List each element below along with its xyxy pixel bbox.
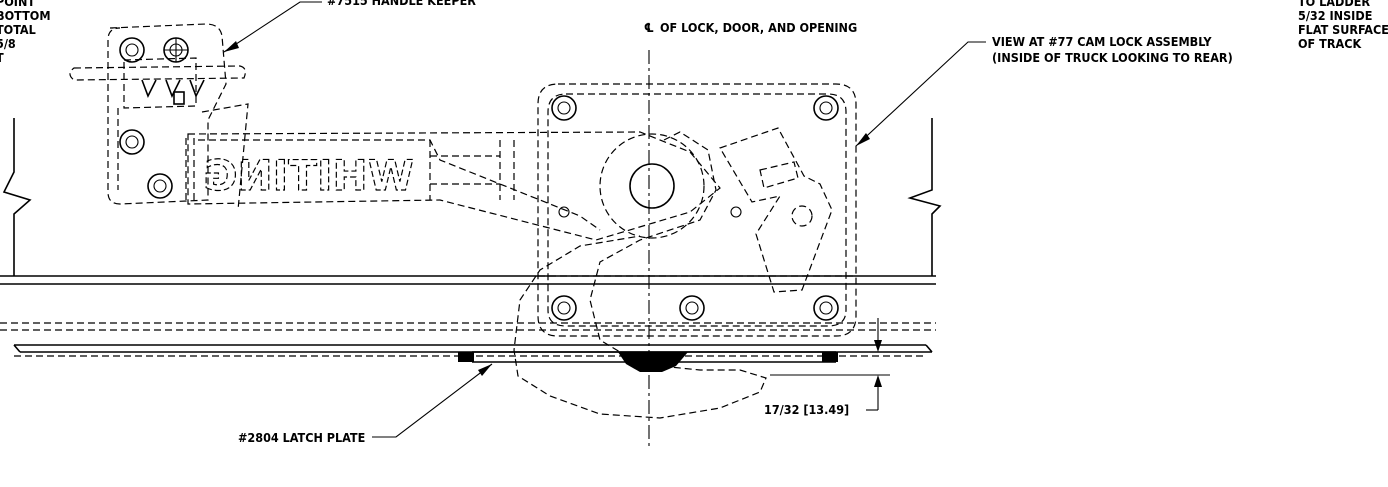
cam-latch-keeper <box>719 127 833 293</box>
plate-screw-1 <box>551 95 577 121</box>
latch-plate-arrowhead <box>478 364 492 376</box>
plate-screw-4 <box>679 295 705 321</box>
left-note-line-4: 5/8 <box>0 36 16 51</box>
centerline-symbol: ℄ <box>644 20 654 35</box>
plate-screw-3 <box>551 295 577 321</box>
view-leader <box>855 41 986 147</box>
centerline-label: OF LOCK, DOOR, AND OPENING <box>660 20 857 35</box>
left-note-line-5: T <box>0 50 4 65</box>
dimension-17-32 <box>770 318 890 411</box>
latch-plate-label: #2804 LATCH PLATE <box>238 430 365 445</box>
left-note-line-2: BOTTOM <box>0 8 51 23</box>
latch-plate-hatch-left <box>458 352 474 362</box>
keeper-screw-top <box>119 37 145 63</box>
track <box>0 275 936 357</box>
dimension-label: 17/32 [13.49] <box>764 402 849 417</box>
left-note-line-1: POINT <box>0 0 35 9</box>
plate-screw-5 <box>813 295 839 321</box>
latch-plate-leader <box>372 363 493 438</box>
left-note: POINT BOTTOM TOTAL 5/8 T <box>0 0 51 65</box>
right-break-line <box>907 118 942 276</box>
keeper-screw-bottom <box>147 173 173 199</box>
keeper-screw-middle <box>119 129 145 155</box>
left-break-line <box>2 118 32 276</box>
right-note-line-3: FLAT SURFACE <box>1298 22 1388 37</box>
cam-lock-plate <box>513 83 857 419</box>
handle-keeper-arrowhead <box>224 41 239 52</box>
handle-keeper-leader <box>223 1 322 53</box>
handle-text-whiting: WHITING <box>203 151 414 200</box>
right-note-line-2: 5/32 INSIDE <box>1298 8 1372 23</box>
right-note: TO LADDER 5/32 INSIDE FLAT SURFACE OF TR… <box>1298 0 1388 51</box>
view-label-line-1: VIEW AT #77 CAM LOCK ASSEMBLY <box>992 34 1212 49</box>
latch-plate-hatch-center <box>618 352 688 372</box>
view-arrowhead <box>856 133 870 146</box>
view-label-line-2: (INSIDE OF TRUCK LOOKING TO REAR) <box>992 50 1233 65</box>
handle: WHITING <box>185 131 721 241</box>
cam-hub-inner <box>629 163 675 209</box>
right-note-line-1: TO LADDER <box>1298 0 1370 9</box>
latch-plate-hatch-right <box>822 352 838 362</box>
latch-plate <box>458 351 838 372</box>
handle-keeper <box>69 23 249 211</box>
handle-keeper-label: #7515 HANDLE KEEPER <box>327 0 476 8</box>
right-note-line-4: OF TRACK <box>1298 36 1362 51</box>
cam-hub-outer <box>599 133 705 239</box>
plate-screw-2 <box>813 95 839 121</box>
left-note-line-3: TOTAL <box>0 22 36 37</box>
